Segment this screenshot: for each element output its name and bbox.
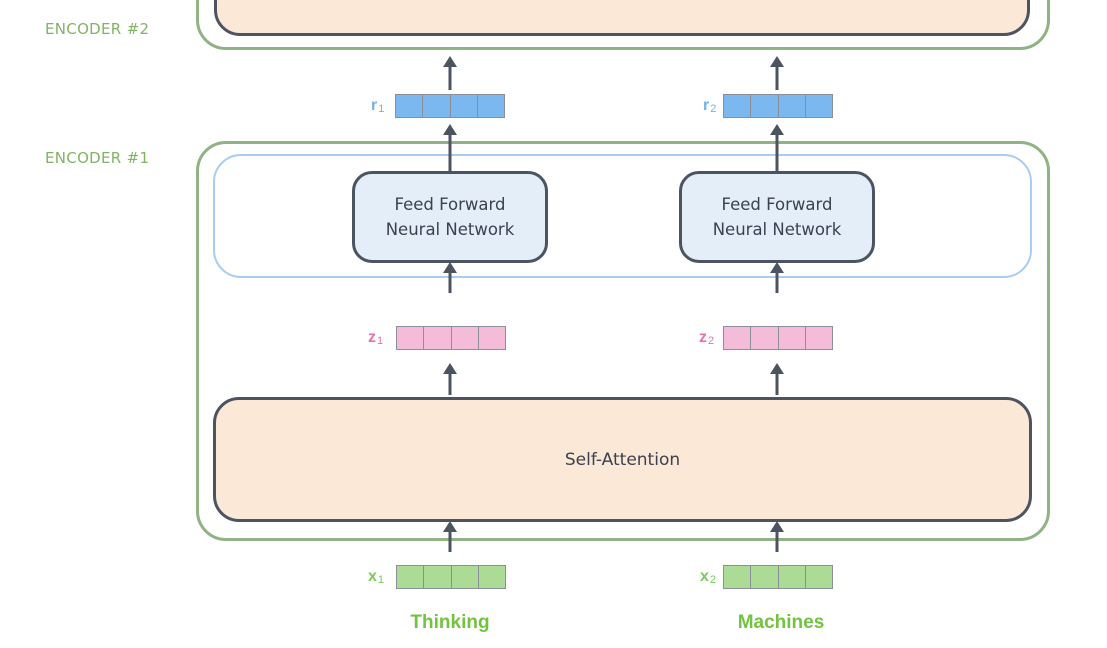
self-attention-block: Self-Attention — [213, 397, 1032, 522]
arrowhead — [443, 124, 457, 135]
feed-forward-block-2: Feed Forward Neural Network — [679, 171, 875, 263]
arrowhead — [770, 363, 784, 374]
encoder-1-label: ENCODER #1 — [45, 149, 150, 167]
arrowhead — [443, 262, 457, 273]
r1-vector — [395, 94, 505, 118]
encoder-2-box — [196, 0, 1050, 50]
ffn-1-line-1: Feed Forward — [394, 195, 506, 214]
arrowhead — [770, 56, 784, 67]
z1-label: z1 — [368, 329, 384, 347]
ffn-2-line-1: Feed Forward — [721, 195, 833, 214]
feed-forward-block-1: Feed Forward Neural Network — [352, 171, 548, 263]
r1-label: r1 — [371, 97, 385, 115]
arrowhead — [770, 521, 784, 532]
ffn-1-line-2: Neural Network — [385, 220, 515, 239]
feed-forward-region — [213, 154, 1032, 278]
encoder-2-label: ENCODER #2 — [45, 20, 150, 38]
arrowhead — [770, 262, 784, 273]
encoder-1-box — [196, 141, 1050, 541]
z2-vector — [723, 326, 833, 350]
z1-vector — [396, 326, 506, 350]
input-word-1: Thinking — [410, 612, 490, 633]
x2-vector — [723, 565, 833, 589]
arrowhead — [770, 124, 784, 135]
arrowhead — [443, 56, 457, 67]
r2-vector — [723, 94, 833, 118]
x2-label: x2 — [700, 568, 717, 586]
x1-label: x1 — [368, 568, 385, 586]
encoder-2-self-attention-block — [214, 0, 1030, 36]
arrowhead — [443, 521, 457, 532]
ffn-2-line-2: Neural Network — [712, 220, 842, 239]
x1-vector — [396, 565, 506, 589]
arrowhead — [443, 363, 457, 374]
input-word-2: Machines — [737, 612, 825, 633]
r2-label: r2 — [703, 97, 717, 115]
z2-label: z2 — [699, 329, 715, 347]
self-attention-label: Self-Attention — [564, 449, 681, 470]
